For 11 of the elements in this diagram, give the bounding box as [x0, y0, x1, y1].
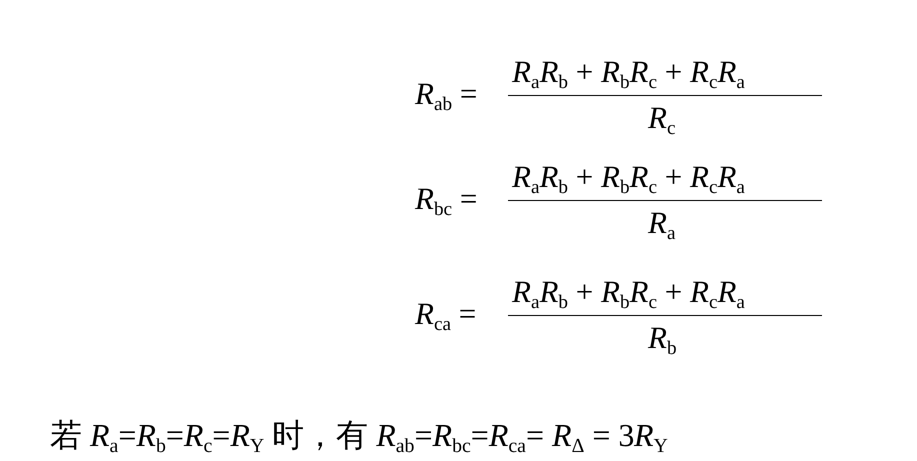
formula-term: R$_{Y}$: [634, 418, 668, 458]
fraction-numerator: R$_{a}$R$_{b}$ + R$_{b}$R$_{c}$ + R$_{c}$R$_{a}$: [512, 160, 745, 198]
fraction-denominator: R$_{a}$: [648, 206, 676, 244]
fraction-numerator: R$_{a}$R$_{b}$ + R$_{b}$R$_{c}$ + R$_{c}$R$_{a}$: [512, 55, 745, 93]
fraction-denominator: R$_{c}$: [648, 101, 676, 139]
fraction-denominator: R$_{b}$: [648, 321, 677, 359]
fraction-numerator: R$_{a}$R$_{b}$ + R$_{b}$R$_{c}$ + R$_{c}$R$_{a}$: [512, 275, 745, 313]
formula-left-side: R$_{ab}$ =: [415, 77, 478, 115]
formula-left-side: R$_{ca}$ =: [415, 297, 476, 335]
condition-sentence: 若 R$_{a}$=R$_{b}$=R$_{c}$=R$_{Y}$ 时，有 R$_{ab}$=R$_{bc}$=R$_{ca}$= R$_{Δ}$ = 3: [50, 418, 634, 458]
formula-left-side: R$_{bc}$ =: [415, 182, 478, 220]
